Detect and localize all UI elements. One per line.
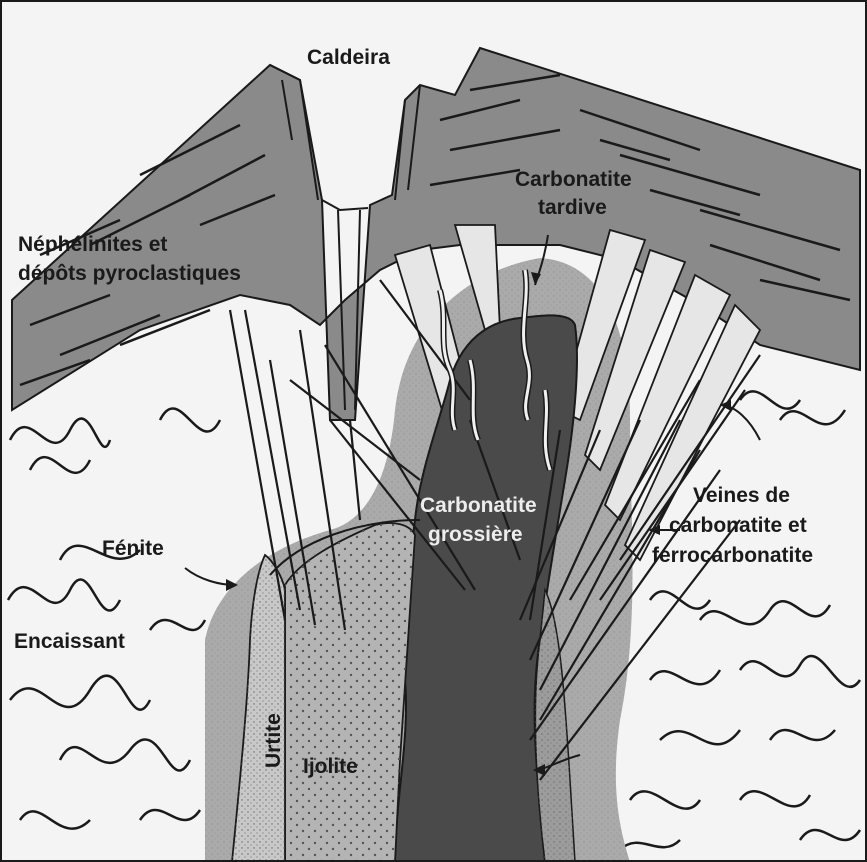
label-carbonatite-tardive-2: tardive	[538, 196, 607, 219]
ijolite-dots	[285, 523, 415, 862]
label-carbonatite-tardive-1: Carbonatite	[515, 168, 632, 191]
label-veines-3: ferrocarbonatite	[652, 544, 813, 567]
label-caldeira: Caldeira	[307, 46, 390, 69]
label-carbonatite-grossiere-2: grossière	[428, 523, 523, 546]
label-fenite: Fénite	[102, 537, 164, 560]
label-urtite: Urtite	[262, 713, 285, 768]
label-ijolite: Ijolite	[303, 755, 358, 778]
label-encaissant: Encaissant	[14, 630, 125, 653]
label-nephelinites-1: Néphélinites et	[18, 233, 167, 256]
label-nephelinites-2: dépôts pyroclastiques	[18, 262, 241, 285]
label-carbonatite-grossiere-1: Carbonatite	[420, 494, 537, 517]
label-veines-1: Veines de	[693, 484, 790, 507]
label-veines-2: carbonatite et	[669, 514, 807, 537]
